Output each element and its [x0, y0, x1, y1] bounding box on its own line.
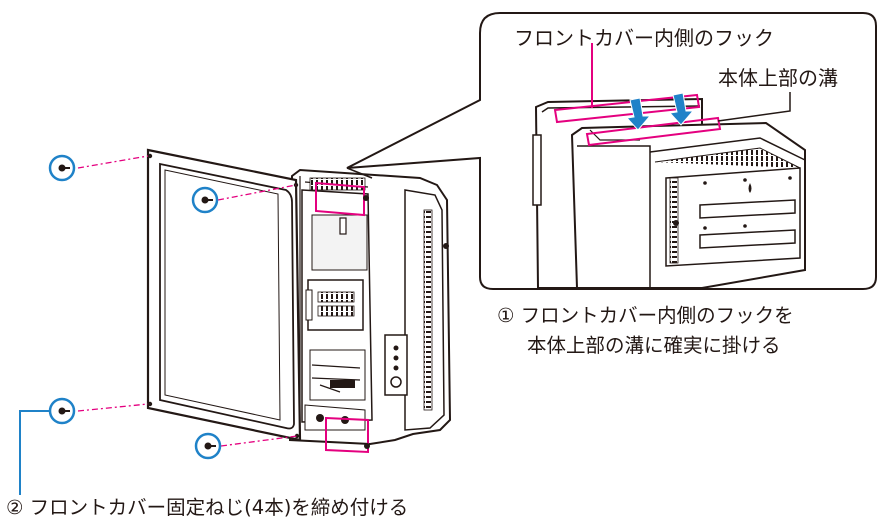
zoom-callout: [346, 12, 877, 290]
screw-icon: [204, 442, 216, 450]
screw-bottom-left: [48, 397, 149, 425]
front-cover-hook-label: フロントカバー内側のフック: [514, 26, 774, 50]
screw-icon: [58, 407, 70, 415]
screw-top-center: [191, 184, 297, 214]
groove-highlight: [585, 116, 722, 147]
screw-icon: [58, 164, 70, 172]
front-cover: [146, 148, 302, 442]
hook-arrow-left: [625, 97, 652, 131]
screw-icon: [201, 196, 213, 204]
callout-pointer: [346, 167, 373, 179]
unit-hook-highlight: [315, 181, 365, 217]
main-unit: [288, 168, 452, 454]
groove-leader: [717, 92, 791, 122]
step1-instruction-line1: ① フロントカバー内側のフックを: [497, 304, 794, 327]
step2-leader: [19, 410, 50, 495]
screw-bottom-center: [194, 432, 298, 460]
step1-instruction-line2: 本体上部の溝に確実に掛ける: [527, 334, 781, 357]
unit-bottom-highlight: [325, 416, 369, 454]
hook-arrow-right: [668, 92, 695, 126]
hook-highlight: [553, 93, 701, 124]
step2-instruction: ② フロントカバー固定ねじ(4本)を締め付ける: [6, 496, 409, 519]
screw-top-left: [48, 154, 149, 182]
body-top-groove-label: 本体上部の溝: [718, 66, 838, 90]
zoom-front-cover: [570, 121, 806, 289]
